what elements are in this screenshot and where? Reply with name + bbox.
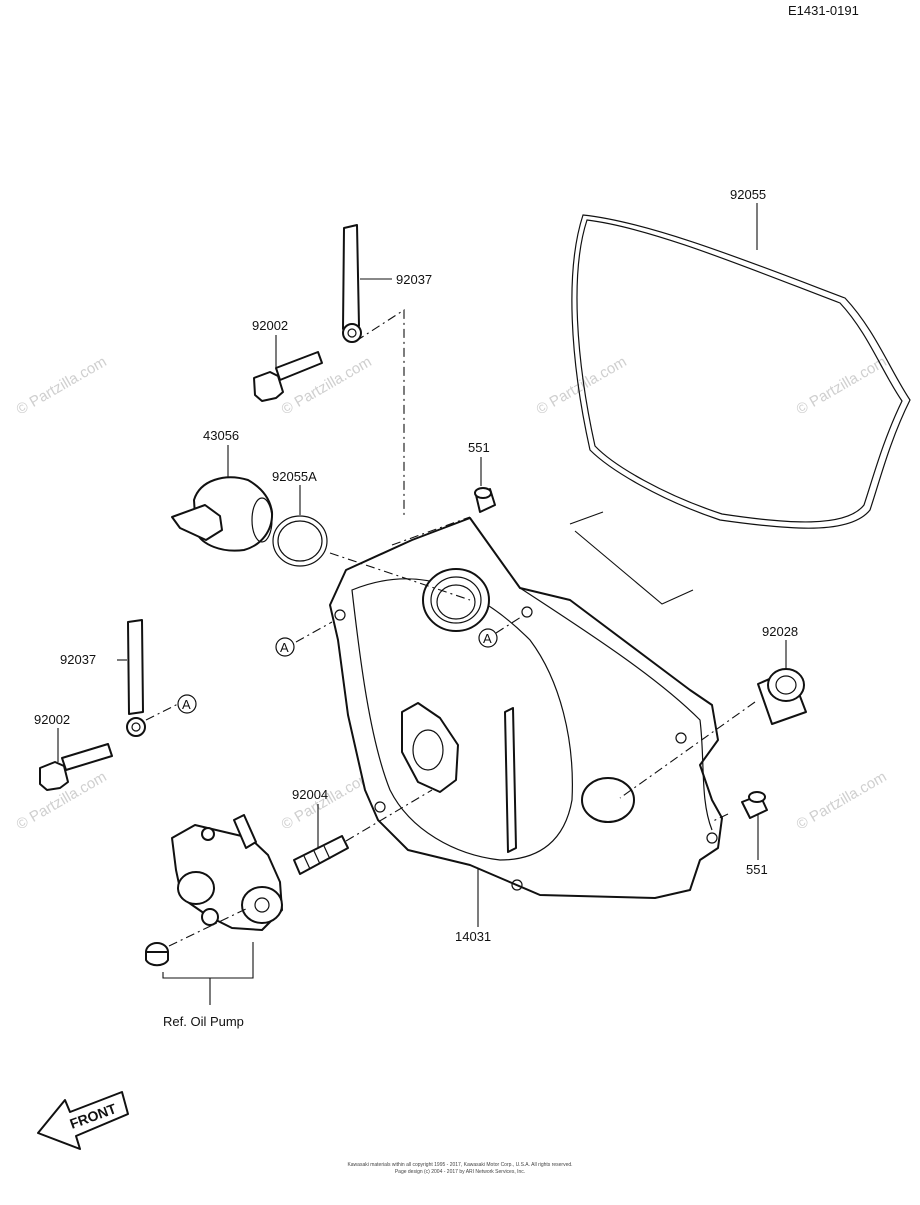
plug-43056[interactable] [171,476,274,552]
dowel-551-top[interactable] [474,487,496,513]
callout-a-center[interactable]: A [478,628,498,648]
label-92004: 92004 [292,787,328,802]
label-551-top: 551 [468,440,490,455]
label-92055: 92055 [730,187,766,202]
strap-92037-upper[interactable] [342,224,362,343]
watermark: © Partzilla.com [14,353,110,418]
stud-92004[interactable] [293,835,349,875]
callout-a-text: A [483,631,492,646]
bushing-92028[interactable] [757,668,807,725]
callout-a-text: A [280,640,289,655]
bolt-92002-lower[interactable] [39,743,113,791]
label-14031: 14031 [455,929,491,944]
label-92028: 92028 [762,624,798,639]
strap-92037-lower[interactable] [126,619,146,737]
label-551-right: 551 [746,862,768,877]
bolt-92002-upper[interactable] [253,351,323,402]
label-43056: 43056 [203,428,239,443]
cover-14031[interactable] [329,517,723,899]
diagram-code: E1431-0191 [788,3,859,18]
label-92055a: 92055A [272,469,317,484]
callout-a-text: A [182,697,191,712]
label-ref-oil-pump: Ref. Oil Pump [163,1014,244,1029]
label-92002-lower: 92002 [34,712,70,727]
assembly-lines [145,308,756,947]
copyright-line-2: Page design (c) 2004 - 2017 by ARI Netwo… [395,1169,525,1175]
oil-pump-reference[interactable] [145,814,283,967]
label-92002-upper: 92002 [252,318,288,333]
hidden-edge [569,511,694,605]
front-arrow: FRONT [37,1091,129,1150]
watermark: © Partzilla.com [794,353,890,418]
callout-a-left[interactable]: A [275,637,295,657]
o-ring-92055a[interactable] [272,515,328,567]
label-92037-lower: 92037 [60,652,96,667]
ref-bracket [162,942,254,979]
watermark: © Partzilla.com [794,768,890,833]
dowel-551-right[interactable] [741,791,768,819]
copyright-line-1: Kawasaki materials within all copyright … [347,1162,572,1168]
callout-a-strap[interactable]: A [177,694,197,714]
gasket-92055[interactable] [571,214,911,529]
label-92037-upper: 92037 [396,272,432,287]
